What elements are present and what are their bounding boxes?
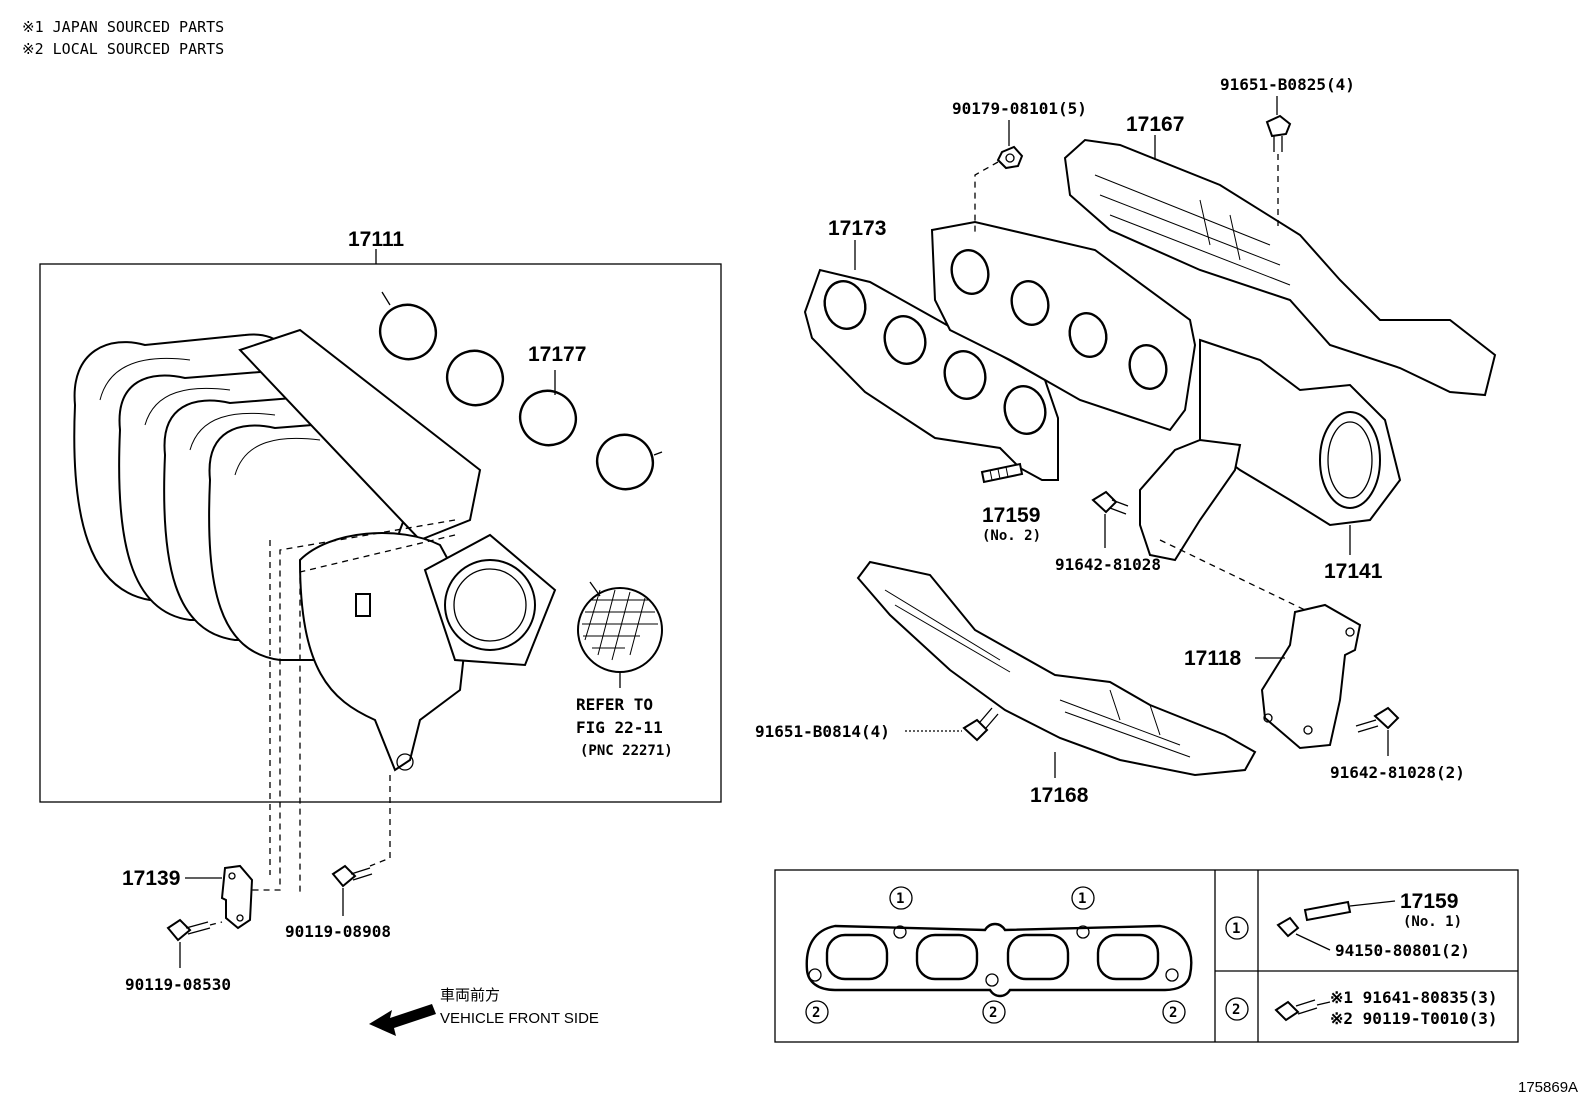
row2-marker-text: 2 — [1232, 1002, 1240, 1018]
bolt-91642-81028-2: 91642-81028(2) — [1330, 706, 1465, 782]
nut-90179: 90179-08101(5) — [952, 99, 1087, 232]
marker-1-right — [1071, 886, 1095, 910]
label-91642-81028-2[interactable]: 91642-81028(2) — [1330, 763, 1465, 782]
label-91651-B0814[interactable]: 91651-B0814(4) — [755, 722, 890, 741]
marker-2-left-text: 2 — [812, 1005, 820, 1021]
legend-90119-T0010[interactable]: ※2 90119-T0010(3) — [1330, 1009, 1498, 1028]
bolt-91642-81028: 91642-81028 — [1055, 490, 1161, 574]
label-17159-no2[interactable]: 17159 — [982, 504, 1040, 527]
label-17177[interactable]: 17177 — [528, 343, 586, 366]
front-arrow-icon — [369, 1004, 436, 1036]
refer-line2[interactable]: FIG 22-11 — [576, 718, 663, 737]
intake-manifold-assembly: 17111 17177 — [39, 228, 722, 803]
note-local-sourced: ※2 LOCAL SOURCED PARTS — [22, 40, 224, 58]
note-japan-sourced: ※1 JAPAN SOURCED PARTS — [22, 18, 224, 36]
bolt-91651-B0814: 91651-B0814(4) — [755, 707, 999, 742]
row2-marker — [1225, 997, 1249, 1021]
label-90119-08908[interactable]: 90119-08908 — [285, 922, 391, 941]
heat-insulator-17168: 17168 — [856, 560, 1257, 807]
exhaust-manifold-17141: 17141 — [930, 220, 1402, 583]
row1-marker — [1225, 916, 1249, 940]
label-91651-B0825[interactable]: 91651-B0825(4) — [1220, 75, 1355, 94]
label-90179-08101[interactable]: 90179-08101(5) — [952, 99, 1087, 118]
marker-2-mid — [982, 1000, 1006, 1024]
heat-insulator-17167: 17167 — [1063, 113, 1497, 397]
legend-17159[interactable]: 17159 — [1400, 890, 1458, 913]
bolt-90119-08908: 90119-08908 — [285, 864, 391, 941]
label-17173[interactable]: 17173 — [828, 217, 886, 240]
label-17111[interactable]: 17111 — [348, 228, 404, 251]
label-17118[interactable]: 17118 — [1184, 647, 1242, 670]
bracket-17139: 17139 — [122, 864, 254, 930]
bracket-17118: 17118 — [1184, 603, 1362, 750]
refer-line1[interactable]: REFER TO — [576, 695, 653, 714]
figure-id: 175869A — [1518, 1079, 1578, 1096]
legend-94150[interactable]: 94150-80801(2) — [1335, 941, 1470, 960]
vehicle-front-indicator: 車両前方 VEHICLE FRONT SIDE — [369, 987, 599, 1036]
label-17167[interactable]: 17167 — [1126, 113, 1184, 136]
label-17159-no2-sub[interactable]: (No. 2) — [982, 528, 1041, 544]
marker-1-left-text: 1 — [896, 891, 904, 907]
gasket-17177: 17177 — [378, 291, 663, 491]
bolt-91651-B0825: 91651-B0825(4) — [1220, 75, 1355, 230]
legend-17159-sub[interactable]: (No. 1) — [1403, 914, 1462, 930]
marker-2-right — [1162, 1000, 1186, 1024]
gasket-legend-table: 1 1 2 2 2 1 17159 (No. 1) 94150-80801(2)… — [774, 869, 1519, 1043]
direction-jp: 車両前方 — [440, 987, 500, 1004]
direction-en: VEHICLE FRONT SIDE — [440, 1010, 599, 1027]
marker-1-right-text: 1 — [1078, 891, 1086, 907]
legend-91641[interactable]: ※1 91641-80835(3) — [1330, 988, 1498, 1007]
refer-line3[interactable]: (PNC 22271) — [580, 743, 673, 759]
marker-2-mid-text: 2 — [989, 1005, 997, 1021]
label-91642-81028[interactable]: 91642-81028 — [1055, 555, 1161, 574]
label-17139[interactable]: 17139 — [122, 867, 180, 890]
label-17168[interactable]: 17168 — [1030, 784, 1089, 807]
bolt-90119-08530: 90119-08530 — [125, 918, 231, 994]
label-90119-08530[interactable]: 90119-08530 — [125, 975, 231, 994]
assembly-frame — [39, 263, 722, 803]
label-17141[interactable]: 17141 — [1324, 560, 1383, 583]
legend-frame — [774, 869, 1519, 1043]
refer-callout: REFER TO FIG 22-11 (PNC 22271) — [576, 581, 673, 759]
marker-2-left — [805, 1000, 829, 1024]
stud-17159-no2: 17159 (No. 2) — [980, 462, 1041, 544]
marker-1-left — [889, 886, 913, 910]
exhaust-gasket-17173: 17173 — [803, 217, 1059, 481]
intake-manifold — [73, 328, 557, 772]
marker-2-right-text: 2 — [1169, 1005, 1177, 1021]
row1-marker-text: 1 — [1232, 921, 1240, 937]
